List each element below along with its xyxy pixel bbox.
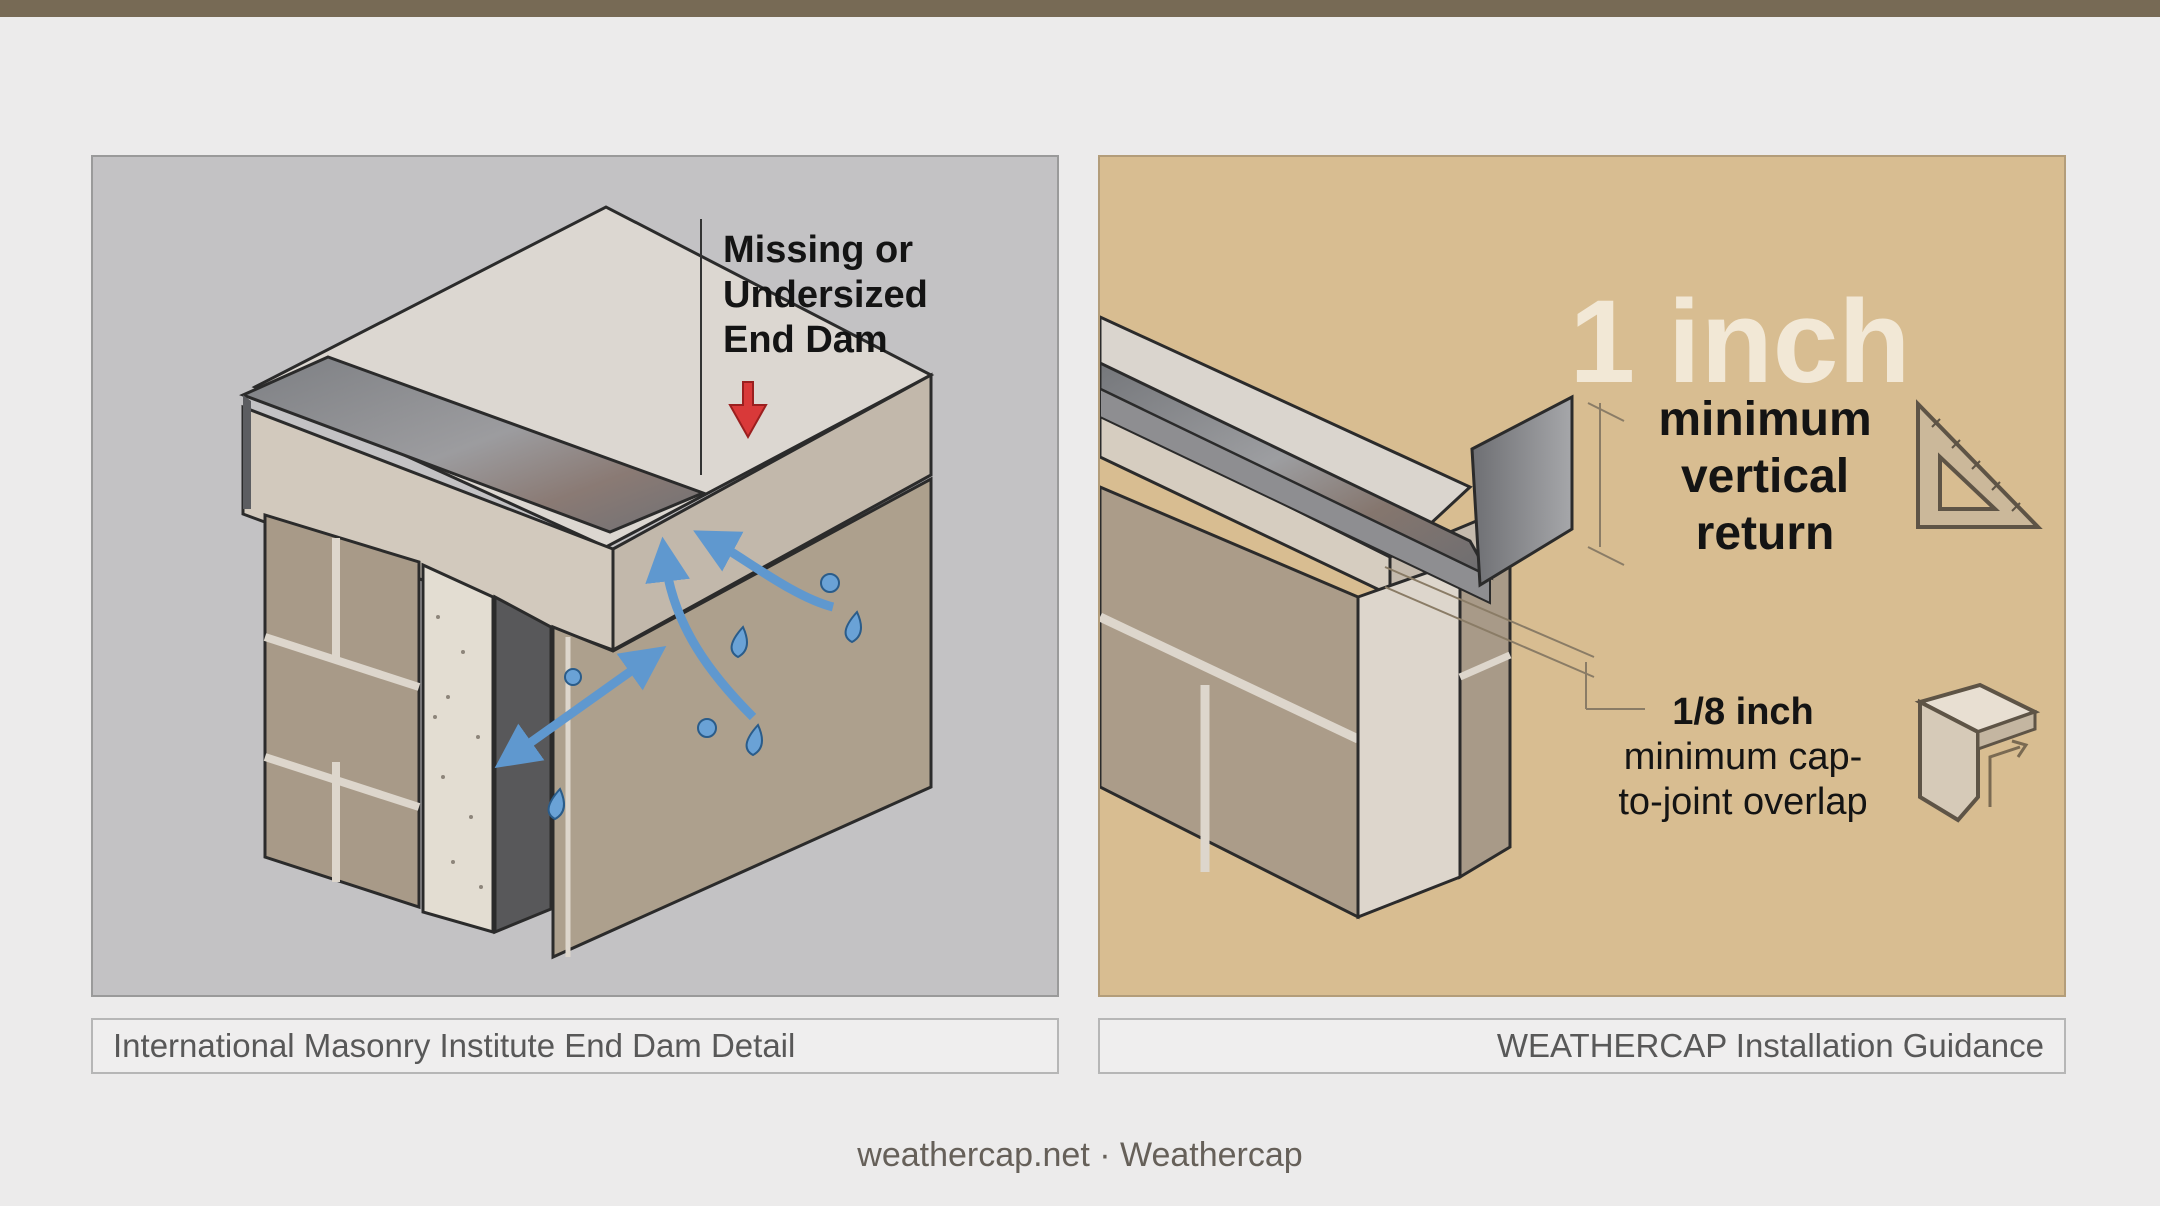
top-bar [0, 0, 2160, 17]
down-arrow-icon [728, 381, 768, 440]
vertical-return [1470, 394, 1574, 588]
end-dam-annotation-line-3: End Dam [723, 319, 888, 361]
water-infiltration-arrows [494, 530, 835, 769]
vertical-return-line-1: minimum [1658, 393, 1871, 446]
end-dam-annotation-line-2: Undersized [723, 274, 928, 316]
overlap-title: 1/8 inch [1672, 691, 1814, 733]
right-caption: WEATHERCAP Installation Guidance [1098, 1018, 2066, 1074]
right-illustration-panel: 1 inch minimum vertical return 1/8 inch … [1098, 155, 2066, 997]
footer-source: weathercap.net · Weathercap [857, 1136, 1303, 1174]
vertical-return-line-2: vertical [1681, 450, 1849, 503]
big-dimension-label: 1 inch [1570, 276, 1911, 408]
left-illustration-panel: Missing or Undersized End Dam [91, 155, 1059, 997]
insulation-layer [421, 562, 495, 934]
metal-cap-face [1100, 387, 1491, 605]
weathercap-installation-illustration: 1 inch minimum vertical return 1/8 inch … [1100, 276, 2043, 920]
end-dam-failure-illustration: Missing or Undersized End Dam [239, 205, 935, 960]
masonry-wall [263, 512, 421, 910]
cap-corner-icon [1914, 682, 2041, 823]
metal-cap [239, 355, 708, 534]
set-square-icon [1916, 399, 2043, 529]
wall-cavity [493, 594, 553, 935]
dimension-lines [1384, 402, 1645, 710]
vertical-return-line-3: return [1696, 507, 1835, 560]
water-droplets [547, 573, 862, 821]
end-dam-annotation-line-1: Missing or [723, 229, 913, 271]
overlap-line-2: to-joint overlap [1618, 781, 1867, 823]
overlap-line-1: minimum cap- [1624, 736, 1863, 778]
left-caption: International Masonry Institute End Dam … [91, 1018, 1059, 1074]
coping-side [611, 372, 933, 653]
